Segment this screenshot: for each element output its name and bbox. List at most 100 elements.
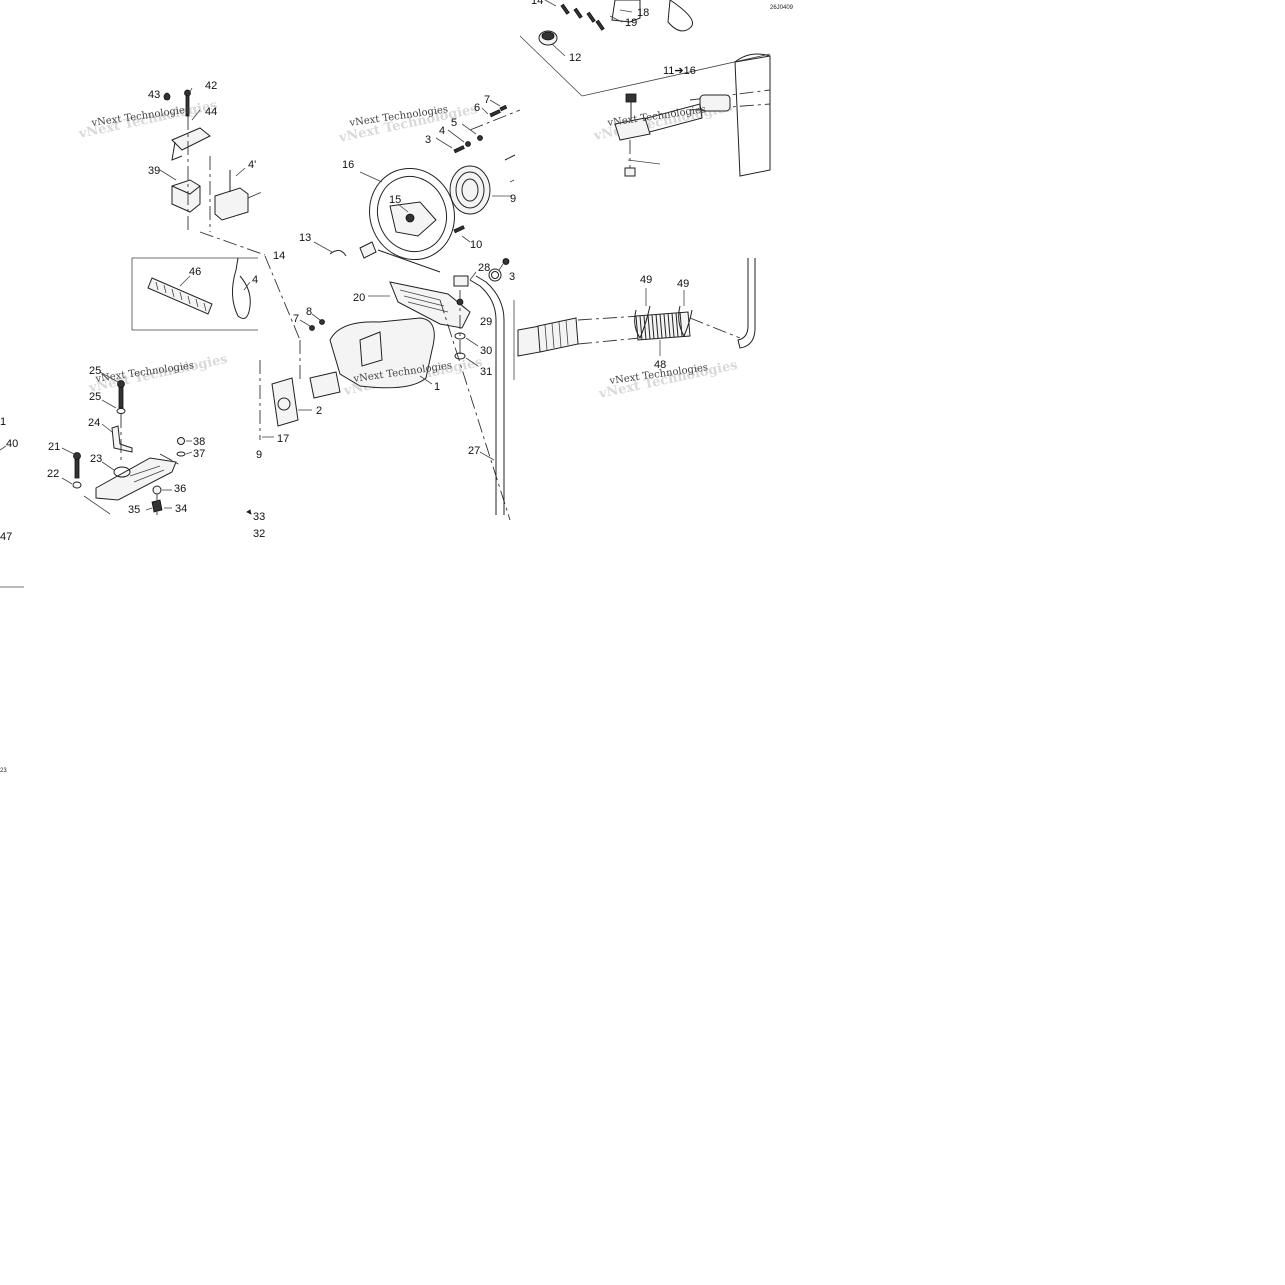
shaft-coupler	[309, 371, 341, 399]
leader-line	[145, 507, 153, 511]
leader-line	[435, 137, 453, 149]
column-cover-20	[389, 281, 471, 329]
tube-outline	[577, 315, 641, 321]
leader-line	[397, 203, 409, 213]
upper-hub-assembly: 26J0409	[519, 0, 794, 97]
mount-flange-2	[271, 377, 299, 427]
leader-line	[461, 305, 471, 313]
callout-47-left: 47	[0, 531, 12, 543]
callout-3: 3	[425, 134, 431, 146]
cut-line	[509, 179, 515, 183]
leader-line	[185, 451, 193, 455]
spiral-wrap-ridges	[155, 281, 207, 312]
callout-47: 4	[252, 274, 258, 286]
frame-line	[519, 35, 583, 97]
plate-hole	[113, 466, 131, 478]
o-ring-32	[488, 268, 502, 282]
steering-cable-assembly	[453, 258, 510, 515]
leader-line	[498, 263, 504, 271]
screw-7	[499, 104, 508, 112]
callout-32b: 32	[253, 528, 265, 540]
bolt-25-head	[117, 380, 125, 388]
callout-labels: 14 18 19 12 11➔16 43 42 44 39 4' 7 6 5 4…	[0, 0, 696, 774]
cable-27-outer	[469, 279, 497, 515]
coupler	[699, 94, 731, 112]
callout-25a: 25	[89, 365, 101, 377]
cable-tie-loop	[232, 269, 251, 319]
callout-23-left: 23	[0, 768, 7, 774]
callout-43: 43	[148, 89, 160, 101]
leader-line	[189, 87, 193, 93]
callout-39: 39	[148, 165, 160, 177]
spiral-wrap	[147, 277, 213, 315]
screw	[595, 19, 605, 31]
callout-7: 7	[484, 94, 490, 106]
tie-wrap-inset	[131, 257, 258, 331]
screw	[573, 7, 583, 19]
cable-fitting-28	[453, 275, 469, 287]
bolt-21-head	[73, 452, 81, 460]
leader-line	[101, 423, 113, 433]
callout-42: 42	[205, 80, 217, 92]
axis-line	[469, 109, 521, 131]
inset-frame	[131, 257, 258, 331]
callout-10: 10	[470, 239, 482, 251]
cut-line	[0, 445, 7, 451]
outlet-tube	[737, 258, 756, 349]
connector-block	[214, 187, 249, 221]
callout-6: 6	[474, 102, 480, 114]
leader-line	[101, 399, 117, 409]
callout-30: 30	[480, 345, 492, 357]
hub-cover-ring	[461, 178, 479, 202]
callout-38: 38	[193, 436, 205, 448]
harness-path	[247, 191, 263, 199]
seal-icon	[246, 509, 252, 515]
washer-5	[477, 135, 483, 141]
spring-coils	[639, 311, 683, 341]
leader-line	[544, 0, 557, 7]
callout-14-mid: 14	[273, 250, 285, 262]
callout-21: 21	[48, 441, 60, 453]
wheel-hub-center	[405, 213, 415, 223]
steering-wheel-rim-inner	[377, 175, 447, 253]
leader-line	[489, 99, 501, 107]
washer-22	[72, 481, 82, 489]
callout-12: 12	[569, 52, 581, 64]
leader-line	[159, 169, 177, 181]
nut-38	[177, 437, 185, 445]
washer-8	[319, 319, 325, 325]
bracket-39	[171, 179, 201, 213]
cut-line	[504, 154, 516, 161]
drop-icon	[163, 92, 171, 101]
bracket-44-leg	[171, 141, 183, 161]
callout-15: 15	[389, 194, 401, 206]
wheel-rim-fragment	[667, 0, 693, 32]
callout-11-16: 11➔16	[663, 65, 696, 77]
washer-37	[176, 451, 186, 457]
callout-29: 29	[480, 316, 492, 328]
leader-line	[243, 281, 251, 291]
leader-line	[481, 107, 489, 115]
screw	[586, 11, 596, 23]
callout-35: 35	[128, 504, 140, 516]
leader-line	[359, 171, 383, 183]
leader-line	[609, 15, 623, 23]
callout-28: 28	[478, 262, 490, 274]
leader-line	[479, 451, 495, 461]
callout-48: 48	[654, 359, 666, 371]
cover-vents	[399, 289, 449, 313]
callout-18: 18	[637, 7, 649, 19]
callout-5: 5	[451, 117, 457, 129]
callout-31: 31	[480, 366, 492, 378]
leader-line	[311, 313, 321, 321]
o-ring-32-inner	[491, 271, 499, 279]
clamp-49-right	[678, 305, 693, 338]
callout-14: 14	[531, 0, 543, 7]
callout-49b: 49	[677, 278, 689, 290]
leader-line	[447, 129, 465, 143]
screw-10	[453, 225, 465, 234]
callout-20: 20	[353, 292, 365, 304]
washer-4	[465, 141, 471, 147]
callout-13: 13	[299, 232, 311, 244]
